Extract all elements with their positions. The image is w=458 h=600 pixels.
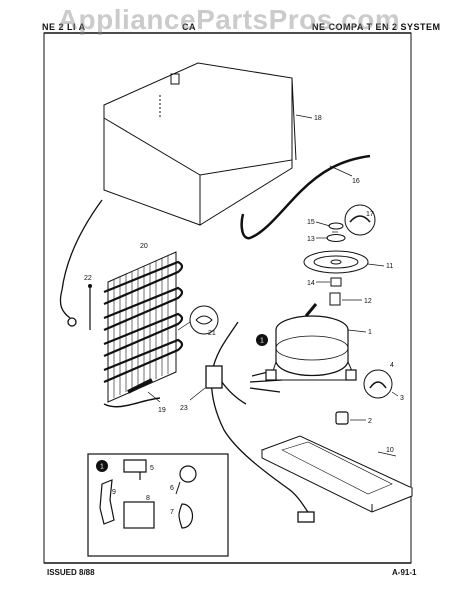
drain-fitting bbox=[67, 317, 77, 327]
callout-20: 20 bbox=[140, 243, 148, 250]
base-pan-part-10 bbox=[260, 435, 414, 513]
inset-parts-box bbox=[87, 453, 229, 557]
compressor-part-1 bbox=[265, 303, 357, 381]
fitting-part-12 bbox=[329, 292, 341, 306]
drier-part-19 bbox=[127, 378, 153, 394]
overload-detail-4 bbox=[363, 369, 393, 399]
callout-12: 12 bbox=[364, 298, 372, 305]
callout-23: 23 bbox=[180, 405, 188, 412]
callout-13: 13 bbox=[307, 236, 315, 243]
grommet-part-2 bbox=[335, 411, 349, 425]
callout-14: 14 bbox=[307, 280, 315, 287]
page-code: A-91-1 bbox=[392, 568, 417, 577]
callout-5: 5 bbox=[150, 465, 154, 472]
header-left-text: NE 2 LI A bbox=[42, 22, 86, 32]
callout-18: 18 bbox=[314, 115, 322, 122]
callout-4: 4 bbox=[390, 362, 394, 369]
header-middle-text: CA bbox=[182, 22, 196, 32]
callout-3: 3 bbox=[400, 395, 404, 402]
clip-detail-21 bbox=[189, 305, 219, 335]
callout-marker-main-label: 1 bbox=[260, 338, 264, 345]
callout-11: 11 bbox=[386, 263, 393, 270]
hardware-parts-13-14-15 bbox=[326, 222, 346, 287]
tube-part-16 bbox=[240, 154, 371, 240]
drain-tube-part-22 bbox=[59, 199, 103, 319]
callout-10: 10 bbox=[386, 447, 394, 454]
condenser-coil-part-20 bbox=[103, 251, 184, 408]
callout-16: 16 bbox=[352, 178, 360, 185]
callout-6: 6 bbox=[170, 485, 174, 492]
callout-9: 9 bbox=[112, 489, 116, 496]
callout-22: 22 bbox=[84, 275, 92, 282]
callout-marker-inset-label: 1 bbox=[100, 464, 104, 471]
callout-7: 7 bbox=[170, 509, 174, 516]
callout-19: 19 bbox=[158, 407, 166, 414]
issued-date: ISSUED 8/88 bbox=[47, 568, 95, 577]
drain-pan-part-11 bbox=[303, 250, 369, 274]
callout-2: 2 bbox=[368, 418, 372, 425]
clamp-detail-17 bbox=[344, 204, 376, 236]
callout-8: 8 bbox=[146, 495, 150, 502]
wiring-harness-part-23 bbox=[205, 321, 315, 523]
callout-17: 17 bbox=[366, 211, 374, 218]
header-right-text: NE COMPA T EN 2 SYSTEM bbox=[312, 22, 441, 32]
callout-1: 1 bbox=[368, 329, 372, 336]
baffle-part-18 bbox=[103, 62, 297, 226]
callout-marker-main bbox=[256, 334, 268, 346]
callout-21: 21 bbox=[208, 330, 216, 337]
callout-15: 15 bbox=[307, 219, 315, 226]
